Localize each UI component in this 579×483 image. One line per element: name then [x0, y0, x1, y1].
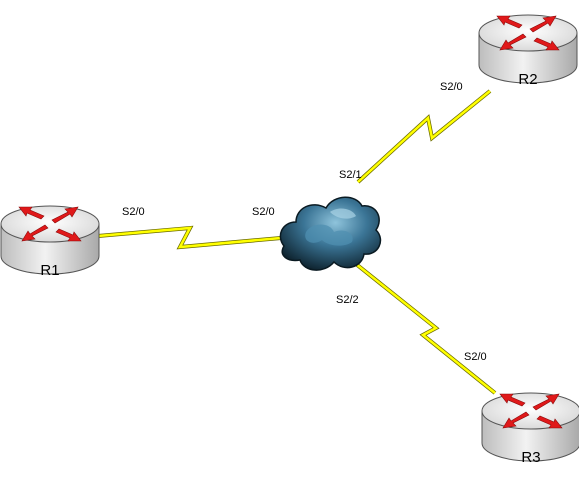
- interface-label-r2: S2/0: [440, 81, 463, 93]
- interface-label-cloud-r3: S2/2: [336, 294, 359, 306]
- interface-label-r3: S2/0: [464, 351, 487, 363]
- router-r1[interactable]: R1: [0, 205, 100, 279]
- interface-label-cloud-r2: S2/1: [339, 169, 362, 181]
- cloud-icon[interactable]: [279, 196, 382, 271]
- router-label-r3: R3: [521, 449, 540, 466]
- router-r3[interactable]: R3: [481, 392, 579, 466]
- router-label-r2: R2: [518, 71, 537, 88]
- router-r2[interactable]: R2: [478, 14, 578, 88]
- serial-link-r1: [97, 225, 282, 250]
- interface-label-cloud-r1: S2/0: [252, 206, 275, 218]
- router-label-r1: R1: [40, 262, 59, 279]
- interface-label-r1: S2/0: [122, 206, 145, 218]
- serial-link-r2: [356, 89, 492, 184]
- serial-link-r3: [354, 262, 497, 395]
